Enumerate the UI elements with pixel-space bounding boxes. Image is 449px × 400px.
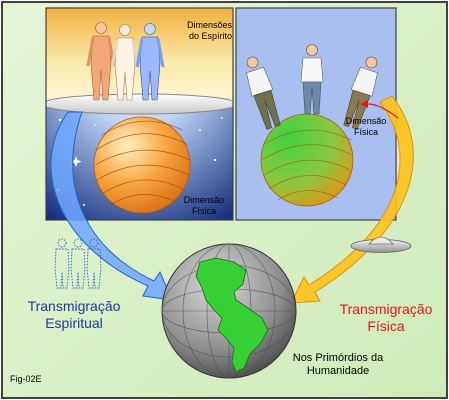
red-pointer-line [367,103,399,119]
human-figure-left [246,56,281,130]
human-figures [246,44,378,130]
physical-label-line1: Dimensão [345,116,387,126]
human-figure-center [300,44,324,115]
physical-panel-label: Dimensão Física [340,116,392,138]
physical-caption-line2: Física [367,318,405,334]
spirit-title-line2: do Espírito [188,31,232,41]
spirit-platform [46,93,233,115]
earth-caption: Nos Primórdios da Humanidade [278,352,398,378]
spiritual-caption-line1: Transmigração [27,298,121,314]
spirit-dimensions-title: Dimensões do Espírito [176,20,232,42]
spirit-figures [86,22,165,101]
spirit-figure-blue [135,23,165,101]
spiritual-transmigration-caption: Transmigração Espiritual [18,298,130,332]
green-planet [260,113,354,207]
spirit-figure-orange [86,22,116,101]
spirit-figure-white [110,24,140,101]
spirit-title-line1: Dimensões [186,20,232,30]
earth-caption-line2: Humanidade [306,365,370,377]
ufo-saucer-icon [350,236,412,253]
ghost-figures [54,238,102,289]
americas-continent [195,257,269,373]
human-figure-right [343,56,378,130]
physical-transmigration-caption: Transmigração Física [330,301,442,335]
orange-planet [93,116,191,214]
figure-id-label: Fig-02E [10,374,42,384]
spirit-physical-line2: Física [191,206,216,216]
red-pointer-head [360,100,368,108]
spirit-panel-border [45,7,234,221]
earth-globe [161,243,297,379]
physical-caption-line1: Transmigração [339,301,433,317]
spirit-dimension-panel [46,8,233,220]
spirit-physical-line1: Dimensão [183,195,225,205]
earth-caption-line1: Nos Primórdios da [292,352,384,364]
spiritual-caption-line2: Espiritual [45,315,103,331]
physical-label-line2: Física [353,127,378,137]
physical-dimension-panel [236,8,396,220]
spirit-panel-physical-label: Dimensão Física [177,195,231,217]
